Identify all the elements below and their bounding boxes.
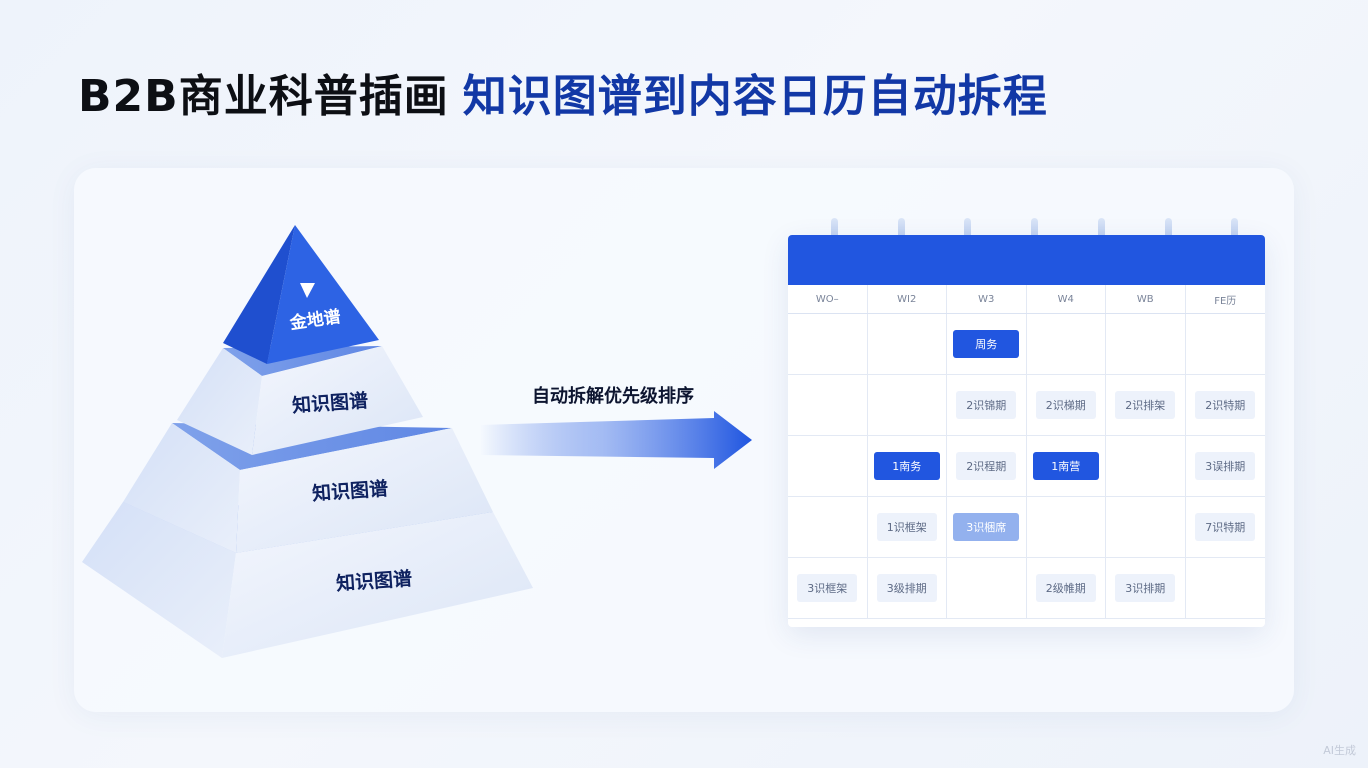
calendar-cell: 2识梯期: [1026, 375, 1106, 436]
calendar-cell: [1106, 497, 1186, 558]
calendar-day-1: WO–: [788, 285, 868, 313]
calendar-task-chip[interactable]: 3识排期: [1115, 574, 1176, 602]
calendar-cell: [1106, 436, 1186, 497]
pyramid-label-2: 知识图谱: [291, 389, 369, 418]
calendar-task-chip[interactable]: 1南务: [873, 452, 940, 480]
calendar-day-2: WI2: [868, 285, 947, 313]
calendar-task-chip[interactable]: 2级帷期: [1035, 574, 1096, 602]
calendar-cell: [947, 558, 1027, 619]
calendar-cell: [1106, 314, 1186, 375]
calendar-cell: [788, 436, 868, 497]
calendar-cell: 2级帷期: [1026, 558, 1106, 619]
pyramid-label-4: 知识图谱: [335, 567, 413, 596]
calendar-cell: 2识锦期: [947, 375, 1027, 436]
calendar-task-chip[interactable]: 2识梯期: [1035, 391, 1096, 419]
calendar-day-3: W3: [947, 285, 1027, 313]
calendar-header: [788, 235, 1265, 285]
calendar-cell: 1识框架: [867, 497, 947, 558]
calendar-ring: [1165, 218, 1172, 250]
calendar-cell: 2识特期: [1185, 375, 1265, 436]
calendar-cell: [1026, 497, 1106, 558]
page-title: B2B商业科普插画知识图谱到内容日历自动拆程: [78, 60, 1048, 124]
calendar-cell: 3识梱席: [947, 497, 1027, 558]
calendar-ring: [831, 218, 838, 250]
calendar-cell: [1026, 314, 1106, 375]
calendar-day-6: FE历: [1214, 295, 1237, 307]
calendar-day-5: WB: [1106, 285, 1186, 313]
calendar-cell: [788, 375, 868, 436]
calendar-ring: [898, 218, 905, 250]
calendar-day-4: W4: [1027, 285, 1106, 313]
flow-arrow: [480, 411, 752, 469]
calendar-task-chip[interactable]: 2识特期: [1195, 391, 1256, 419]
calendar-cell: 3识框架: [788, 558, 868, 619]
calendar-task-chip[interactable]: 2识锦期: [956, 391, 1017, 419]
calendar-task-chip[interactable]: 1识框架: [876, 513, 937, 541]
calendar-grid: 周务 2识锦期 2识梯期 2识排架 2识特期 1南务 2识程期 1南营 3误排期 1识框架 3识梱席…: [788, 314, 1265, 619]
watermark: AI生成: [1323, 744, 1356, 757]
content-calendar: WO– WI2 W3 W4 WB FE历 周务 2识锦期 2识梯期 2识排架 2识特期 1…: [788, 235, 1265, 627]
calendar-cell: 3识排期: [1106, 558, 1186, 619]
triangle-down-icon: [300, 283, 315, 298]
calendar-cell: 2识程期: [947, 436, 1027, 497]
calendar-ring: [964, 218, 971, 250]
calendar-task-chip[interactable]: 2识程期: [956, 452, 1017, 480]
calendar-cell: 3级排期: [867, 558, 947, 619]
calendar-task-chip[interactable]: 3识框架: [797, 574, 858, 602]
calendar-task-chip[interactable]: 3识梱席: [953, 513, 1020, 541]
title-part-2: 知识图谱到内容日历自动拆程: [462, 71, 1048, 122]
calendar-cell: [1185, 558, 1265, 619]
calendar-task-chip[interactable]: 1南营: [1032, 452, 1099, 480]
calendar-ring: [1231, 218, 1238, 250]
calendar-cell: 周务: [947, 314, 1027, 375]
calendar-task-chip[interactable]: 3级排期: [876, 574, 937, 602]
calendar-cell: [867, 375, 947, 436]
calendar-task-chip[interactable]: 2识排架: [1115, 391, 1176, 419]
calendar-cell: 1南营: [1026, 436, 1106, 497]
calendar-cell: [1185, 314, 1265, 375]
calendar-task-chip[interactable]: 周务: [953, 330, 1020, 358]
calendar-cell: 7识特期: [1185, 497, 1265, 558]
calendar-cell: 1南务: [867, 436, 947, 497]
calendar-cell: [788, 497, 868, 558]
pyramid-label-3: 知识图谱: [311, 477, 389, 506]
calendar-cell: 3误排期: [1185, 436, 1265, 497]
arrow-label: 自动拆解优先级排序: [532, 386, 694, 407]
calendar-cell: 2识排架: [1106, 375, 1186, 436]
calendar-cell: [867, 314, 947, 375]
calendar-ring: [1098, 218, 1105, 250]
calendar-task-chip[interactable]: 7识特期: [1195, 513, 1256, 541]
calendar-task-chip[interactable]: 3误排期: [1195, 452, 1256, 480]
pyramid-layer-2: [177, 346, 423, 455]
title-part-1: B2B商业科普插画: [78, 71, 449, 122]
pyramid-layer-1: [223, 225, 379, 364]
calendar-cell: [788, 314, 868, 375]
calendar-ring: [1031, 218, 1038, 250]
calendar-day-headers: WO– WI2 W3 W4 WB FE历: [788, 285, 1265, 314]
